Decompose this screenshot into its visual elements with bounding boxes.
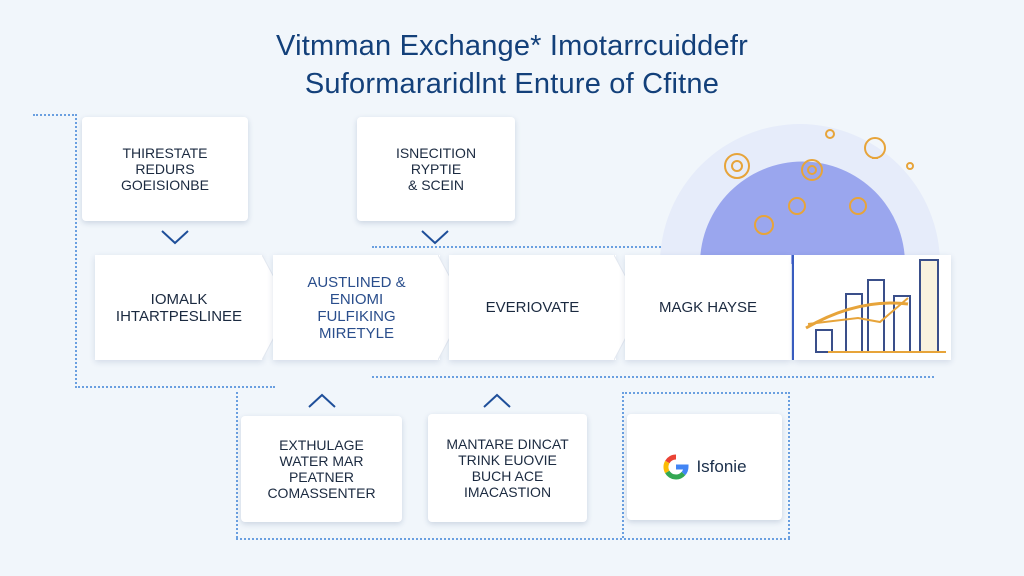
g-logo-icon <box>663 454 689 480</box>
arc-illustration <box>660 124 940 264</box>
row-divider <box>792 255 794 360</box>
dotted-connector <box>75 386 275 388</box>
dotted-connector <box>236 538 790 540</box>
bottom-box-2-text: Mantare dincat trink euovie buch ace ima… <box>446 436 569 500</box>
caret-up-icon <box>308 393 336 408</box>
logo: Isfonie <box>662 453 747 481</box>
diagram-title-line1: Vitmman Exchange* Imotarrcuiddefr <box>276 30 748 62</box>
top-box-2-text: Isnecition ryptie & scein <box>395 145 477 193</box>
dotted-connector <box>75 114 77 388</box>
process-step-4-text: Magk Hayse <box>658 299 758 316</box>
dotted-connector <box>372 376 934 378</box>
process-step-3-text: Everiovate <box>485 299 580 316</box>
bottom-box-1-text: Exthulage water mar peatner comassenter <box>267 437 376 501</box>
caret-down-icon <box>161 230 189 245</box>
process-step-2: Austlined & Eniomi Fulfiking Miretyle <box>273 255 440 360</box>
process-step-3: Everiovate <box>449 255 616 360</box>
process-step-2-text: Austlined & Eniomi Fulfiking Miretyle <box>307 273 406 342</box>
dotted-connector <box>236 392 238 538</box>
dotted-connector <box>788 392 790 538</box>
logo-text: Isfonie <box>696 457 747 476</box>
dotted-connector <box>33 114 77 116</box>
diagram-title-line2: Suformararidlnt Enture of Cfitne <box>304 68 720 100</box>
process-step-1-text: Iomalk Ihtartpeslinee <box>115 290 243 325</box>
caret-down-icon <box>421 230 449 245</box>
dotted-connector <box>372 246 792 248</box>
caret-up-icon <box>483 393 511 408</box>
top-box-2: Isnecition ryptie & scein <box>357 117 515 221</box>
dotted-connector <box>622 392 624 538</box>
top-box-1-text: Thirestate redurs Goeisionbe <box>121 145 209 193</box>
lightbulb-icon <box>825 129 914 170</box>
dotted-connector <box>622 392 790 394</box>
process-step-1: Iomalk Ihtartpeslinee <box>95 255 263 360</box>
bar-chart-icon <box>804 258 946 353</box>
bottom-box-3: Isfonie <box>627 414 782 520</box>
chart-panel <box>794 255 951 360</box>
bottom-box-1: Exthulage water mar peatner comassenter <box>241 416 402 522</box>
gear-icon <box>724 153 867 235</box>
top-box-1: Thirestate redurs Goeisionbe <box>82 117 248 221</box>
process-step-4: Magk Hayse <box>625 255 791 360</box>
bottom-box-2: Mantare dincat trink euovie buch ace ima… <box>428 414 587 522</box>
